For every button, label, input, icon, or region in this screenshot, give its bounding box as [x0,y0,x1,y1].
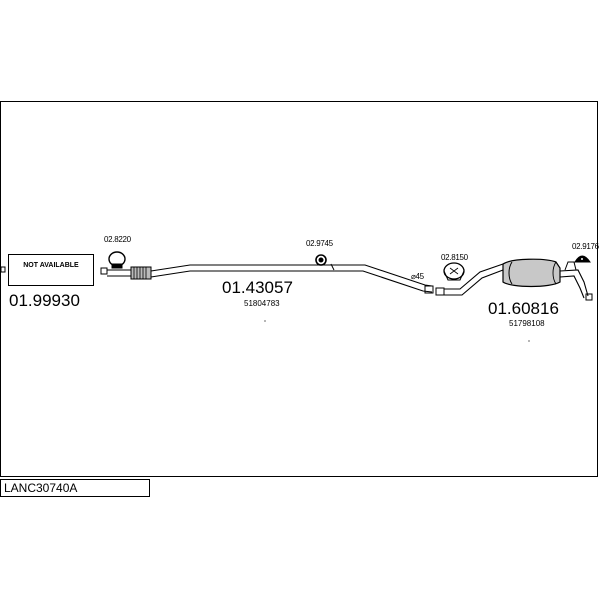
fitting-ref-02-8150[interactable]: 02.8150 [441,253,468,262]
kit-title-box: LANC30740A [0,479,150,497]
front-connector-icon [0,266,6,273]
clamp-02-8220-icon [108,251,126,269]
not-available-label: NOT AVAILABLE [23,262,79,269]
kit-title: LANC30740A [4,481,78,495]
hanger-02-9745-icon [315,254,335,271]
hanger-02-9176-icon [574,255,591,263]
clamp-02-8150-icon [443,262,465,281]
fitting-ref-02-9745[interactable]: 02.9745 [306,239,333,248]
part-ref-01-99930[interactable]: 01.99930 [9,291,80,310]
part-ref-01-43057[interactable]: 01.43057 [222,278,293,297]
rear-silencer-icon [435,258,593,301]
oem-ref-51798108: 51798108 [509,319,545,328]
fitting-ref-02-8220[interactable]: 02.8220 [104,235,131,244]
diameter-label: ⌀45 [411,272,424,281]
part-ref-01-60816[interactable]: 01.60816 [488,299,559,318]
diagram-frame [0,101,598,477]
oem-ref-51804783: 51804783 [244,299,280,308]
fitting-ref-02-9176[interactable]: 02.9176 [572,242,599,251]
front-pipe-icon [100,264,434,294]
not-available-box: NOT AVAILABLE [8,254,94,286]
